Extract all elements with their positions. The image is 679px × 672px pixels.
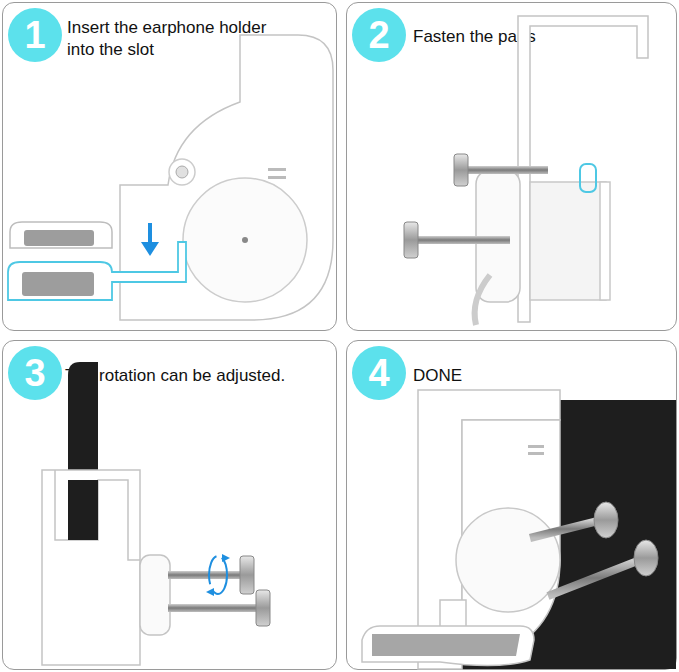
screw-knob — [634, 540, 658, 576]
step-circle: 2 — [352, 8, 406, 62]
screw-hole — [176, 166, 188, 178]
monitor — [455, 400, 676, 669]
step-number: 2 — [368, 16, 389, 54]
clamp-inner — [55, 470, 140, 560]
step-instruction: Insert the earphone holder into the slot — [67, 17, 292, 61]
earphone-holder-highlighted — [8, 242, 186, 300]
step-panel: Fasten the parts 2 — [346, 2, 677, 331]
step-number: 3 — [24, 354, 45, 392]
earphone-holder — [10, 222, 112, 248]
insert-arrow-shaft — [148, 223, 152, 244]
step-number: 4 — [368, 354, 389, 392]
step-instruction: The rotation can be adjusted. — [65, 365, 330, 387]
screw-knob — [240, 556, 254, 594]
rotation-disc — [140, 555, 170, 635]
screw-knob — [454, 154, 468, 186]
step-instruction: DONE — [413, 365, 663, 387]
vent-slot — [528, 445, 544, 448]
monitor-edge — [68, 362, 98, 560]
step-circle: 1 — [8, 8, 62, 62]
screw-hole-ring — [169, 159, 195, 185]
holder-pad — [22, 272, 94, 296]
rotation-arrow-head — [206, 588, 214, 596]
disc-center — [242, 237, 248, 243]
screw-rod — [168, 604, 260, 612]
rotation-arrow-head — [222, 554, 230, 562]
bracket-side — [600, 182, 610, 300]
rotation-disc — [476, 170, 520, 302]
holder-slot — [440, 600, 466, 640]
holder-bracket — [530, 182, 606, 300]
screw-rod — [530, 520, 602, 538]
step-panel: Insert the earphone holder into the slot… — [2, 2, 337, 331]
rotation-disc — [456, 508, 560, 612]
screw-knob — [404, 222, 418, 258]
screw-rod — [168, 571, 244, 579]
step-circle: 4 — [352, 346, 406, 400]
screw-knob — [594, 502, 618, 538]
clamp-body — [42, 470, 140, 665]
lock-highlight — [580, 164, 596, 192]
rotation-disc — [183, 178, 307, 302]
vent-slot — [268, 176, 286, 179]
screw-knob — [256, 590, 270, 626]
step-instruction: Fasten the parts — [413, 26, 663, 48]
holder-pad — [372, 634, 520, 656]
step-panel: The rotation can be adjusted. 3 — [2, 340, 337, 670]
holder-arm — [475, 275, 490, 325]
monitor-edge — [68, 480, 98, 540]
step-circle: 3 — [8, 346, 62, 400]
mount-plate — [462, 420, 560, 660]
step-panel: DONE 4 — [346, 340, 677, 670]
vent-slot — [528, 452, 544, 455]
step-number: 1 — [24, 16, 45, 54]
insert-arrow-head — [141, 242, 159, 256]
mount-plate — [120, 35, 333, 320]
vent-slot — [268, 168, 286, 171]
clamp-hook — [518, 16, 648, 322]
rotation-arrow — [209, 556, 227, 594]
holder-pad — [24, 230, 94, 246]
screw-rod — [548, 560, 640, 596]
clamp-body — [418, 390, 560, 669]
screw-rod — [468, 166, 548, 174]
screw-rod — [418, 236, 510, 244]
earphone-holder — [362, 626, 534, 666]
